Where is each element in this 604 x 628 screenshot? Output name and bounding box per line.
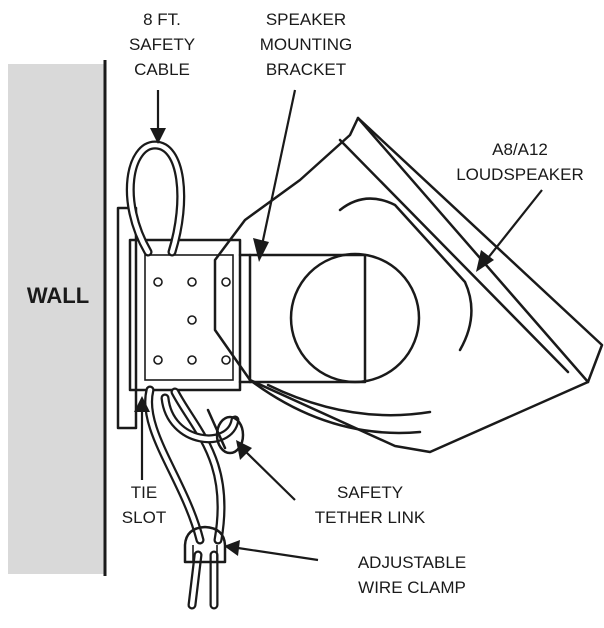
safety-cable — [125, 140, 240, 610]
label-line: 8 FT. — [143, 10, 181, 29]
loudspeaker-side-panel — [338, 197, 473, 352]
label-line: BRACKET — [266, 60, 346, 79]
arrow-tether-link — [243, 449, 296, 501]
callout-wire-clamp: ADJUSTABLE WIRE CLAMP — [358, 553, 466, 597]
bolt — [187, 355, 197, 365]
loudspeaker-inner-arc — [266, 383, 432, 417]
bracket-plate-inner — [144, 254, 234, 381]
arrow-mounting-bracket — [260, 89, 297, 246]
loudspeaker — [213, 116, 604, 454]
wall-label: WALL — [27, 283, 89, 308]
callout-safety-cable: 8 FT. SAFETY CABLE — [129, 10, 195, 79]
label-line: SAFETY — [129, 35, 195, 54]
label-line: WIRE CLAMP — [358, 578, 466, 597]
label-line: ADJUSTABLE — [358, 553, 466, 572]
bolt — [187, 315, 197, 325]
label-line: SPEAKER — [266, 10, 346, 29]
arrowhead — [253, 238, 269, 262]
label-line: SAFETY — [337, 483, 403, 502]
callout-tether-link: SAFETY TETHER LINK — [315, 483, 426, 527]
label-line: CABLE — [134, 60, 190, 79]
callout-mounting-bracket: SPEAKER MOUNTING BRACKET — [260, 10, 353, 79]
bolt — [221, 355, 231, 365]
tether-link-ring — [215, 415, 245, 455]
leader-arrows — [134, 89, 543, 562]
callout-tie-slot: TIE SLOT — [122, 483, 166, 527]
mounting-bracket — [116, 206, 367, 430]
bolt — [153, 355, 163, 365]
callout-loudspeaker: A8/A12 LOUDSPEAKER — [456, 140, 584, 184]
loudspeaker-lower-arc — [248, 378, 422, 435]
bolt — [187, 277, 197, 287]
loudspeaker-body — [213, 116, 604, 454]
label-line: MOUNTING — [260, 35, 353, 54]
arrow-wire-clamp — [237, 546, 319, 562]
label-line: SLOT — [122, 508, 166, 527]
wall-plate — [116, 206, 138, 430]
label-line: TETHER LINK — [315, 508, 426, 527]
wire-clamp-body — [183, 525, 227, 564]
loudspeaker-front-edge — [356, 116, 590, 384]
arrowhead — [150, 128, 166, 144]
bolt — [153, 277, 163, 287]
bracket-plate — [128, 238, 242, 392]
speaker-woofer — [289, 252, 421, 384]
wall: WALL — [8, 60, 107, 576]
adjustable-wire-clamp — [183, 525, 227, 564]
arrowhead — [224, 540, 240, 556]
arrowhead — [134, 396, 150, 412]
bolt — [221, 277, 231, 287]
bracket-arm — [238, 253, 367, 384]
arrowhead — [236, 440, 252, 460]
arrow-loudspeaker — [487, 189, 543, 259]
wall-surface — [8, 64, 104, 574]
label-line: A8/A12 — [492, 140, 548, 159]
arrowhead — [476, 250, 494, 272]
bracket-bolts — [153, 277, 231, 365]
safety-tether-link — [206, 408, 245, 455]
tether-link-bar — [206, 408, 227, 450]
label-line: LOUDSPEAKER — [456, 165, 584, 184]
label-line: TIE — [131, 483, 157, 502]
loudspeaker-grille-edge — [338, 138, 570, 374]
